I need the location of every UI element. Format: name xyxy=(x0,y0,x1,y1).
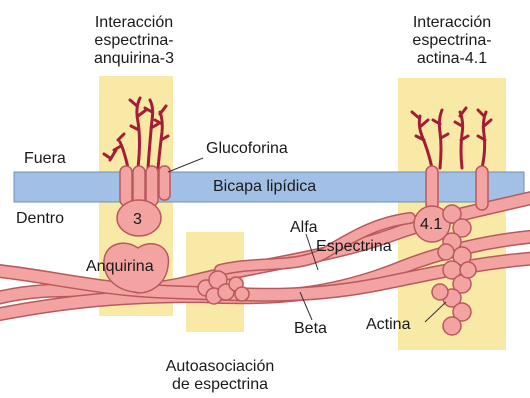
band3-label: 3 xyxy=(133,211,142,228)
glycophorin-protein xyxy=(158,165,171,201)
actin-interaction-title: Interacción espectrina- actina-4.1 xyxy=(382,14,522,68)
self-association-line-1: Autoasociación xyxy=(165,358,275,375)
alpha-label: Alfa xyxy=(290,219,318,236)
actin-filament xyxy=(431,204,477,336)
self-association-title: Autoasociación de espectrina xyxy=(140,358,300,394)
glycophorin-label: Glucoforina xyxy=(206,140,288,157)
ankyrin-interaction-line-2: espectrina- xyxy=(94,32,174,49)
bilayer-label: Bicapa lipídica xyxy=(213,178,317,195)
leader-lines xyxy=(167,157,447,323)
ankyrin-interaction-title: Interacción espectrina- anquirina-3 xyxy=(64,14,204,68)
inside-label: Dentro xyxy=(16,210,65,227)
self-association-line-2: de espectrina xyxy=(171,376,269,393)
band-3-protein xyxy=(116,165,162,237)
spectrin-label: Espectrina xyxy=(316,238,392,255)
actin-label: Actina xyxy=(366,316,411,333)
ankyrin-interaction-line-3: anquirina-3 xyxy=(93,50,175,67)
outside-label: Fuera xyxy=(24,150,66,167)
beta-label: Beta xyxy=(294,320,327,337)
actin-interaction-line-2: espectrina- xyxy=(412,32,492,49)
actin-interaction-line-3: actina-4.1 xyxy=(416,50,488,67)
protein-4-1 xyxy=(413,205,451,243)
glycan-chains-right xyxy=(410,106,493,170)
ankyrin-protein xyxy=(103,242,170,294)
ankyrin-interaction-line-1: Interacción xyxy=(94,14,174,31)
spectrin-self-association-knot xyxy=(197,270,250,305)
glycan-chains-left xyxy=(102,96,170,170)
actin-interaction-line-1: Interacción xyxy=(412,14,492,31)
lipid-bilayer xyxy=(13,171,525,203)
protein41-label: 4.1 xyxy=(420,216,443,233)
glycophorin-c-proteins xyxy=(425,165,489,211)
ankyrin-label: Anquirina xyxy=(86,258,154,275)
